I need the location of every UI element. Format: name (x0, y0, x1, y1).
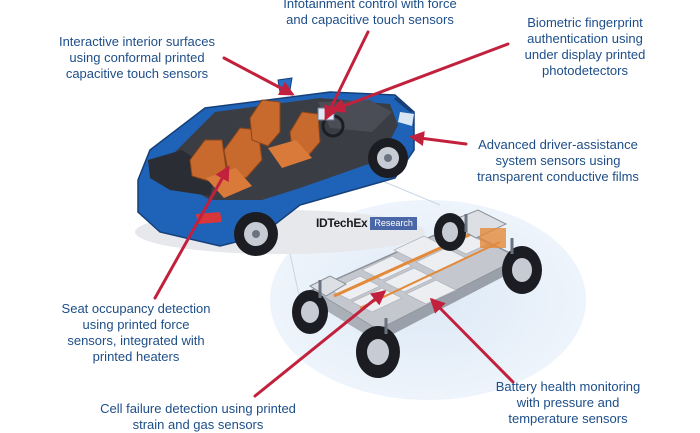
callout-cell-failure: Cell failure detection using printed str… (100, 401, 296, 432)
arrow-biometric (330, 42, 510, 113)
arrow-interior-surfaces (222, 56, 295, 96)
logo-tag: Research (370, 216, 417, 230)
callout-battery-health: Battery health monitoring with pressure … (495, 379, 641, 426)
connector-line-2 (379, 179, 441, 206)
callout-biometric: Biometric fingerprint authentication usi… (524, 15, 646, 78)
car-illustration (135, 77, 425, 256)
callout-infotainment: Infotainment control with force and capa… (283, 0, 457, 27)
logo-brand: IDTechEx (316, 216, 368, 230)
callout-adas: Advanced driver-assistance system sensor… (477, 137, 639, 184)
arrow-adas (409, 131, 468, 146)
arrow-seat-occupancy (153, 165, 230, 300)
arrow-battery-health (429, 297, 515, 384)
callout-interior-surfaces: Interactive interior surfaces using conf… (58, 34, 216, 81)
callout-seat-occupancy: Seat occupancy detection using printed f… (61, 301, 211, 364)
callout-arrows (153, 30, 515, 398)
idtechex-logo: IDTechEx Research (316, 216, 417, 230)
arrow-cell-failure (253, 290, 387, 398)
ev-chassis-illustration (292, 209, 542, 378)
